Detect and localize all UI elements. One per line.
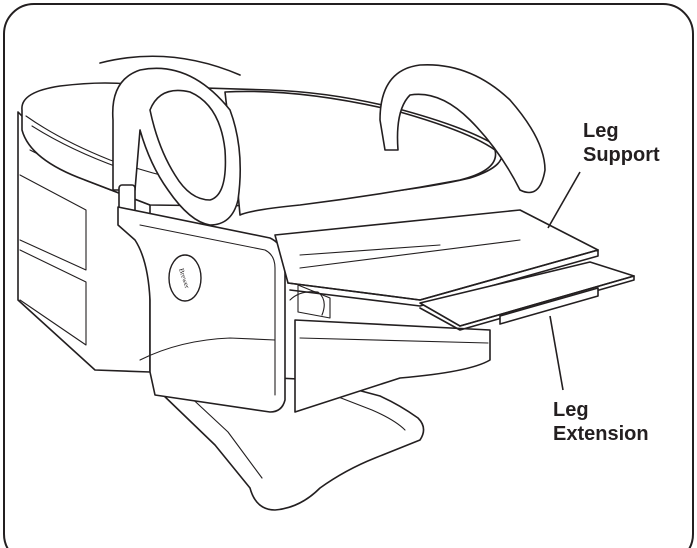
leg-support-leader — [547, 171, 581, 229]
drawer-front — [294, 319, 491, 413]
leg-support-callout: Leg Support — [583, 119, 660, 167]
drawer-lines — [289, 291, 489, 344]
leg-extension-leader — [549, 315, 564, 391]
illustration-frame — [3, 3, 694, 548]
backrest-back-curve — [99, 55, 241, 76]
front-side-panel-inner — [139, 224, 276, 396]
leg-extension-label-line2: Extension — [553, 423, 649, 445]
table-top-seam-2 — [31, 125, 121, 169]
leg-support-rails — [299, 239, 521, 269]
leg-extension-callout: Leg Extension — [553, 398, 649, 446]
leg-support-label-line1: Leg — [583, 120, 619, 142]
left-grab-handle-inner — [149, 89, 227, 201]
seat-cushion — [224, 90, 497, 216]
leg-extension-label-line1: Leg — [553, 399, 589, 421]
leg-support-edge — [287, 249, 599, 307]
leg-extension-slide — [499, 287, 599, 325]
right-grab-handle — [379, 63, 546, 194]
leg-support-label-line2: Support — [583, 144, 660, 166]
table-base-foot — [149, 371, 425, 511]
brewer-logo-badge — [168, 254, 202, 302]
mechanism-bracket — [297, 284, 331, 319]
leg-extension-edge — [419, 275, 635, 331]
